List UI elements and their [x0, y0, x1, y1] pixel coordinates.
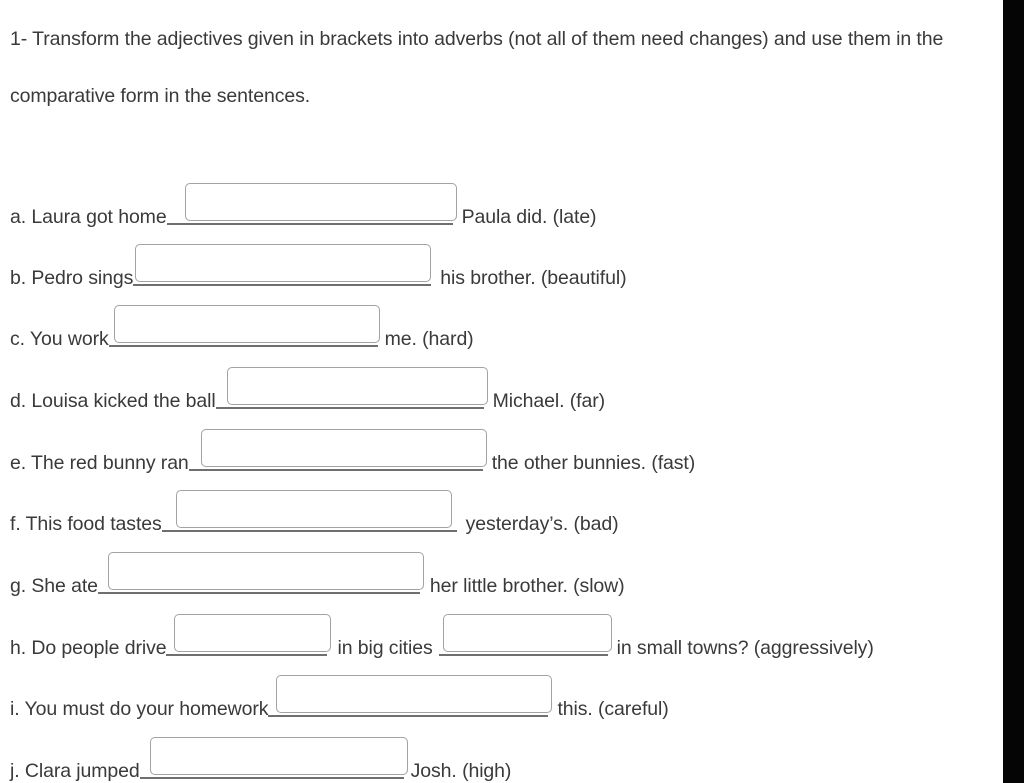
- blank-line-c: [108, 345, 378, 347]
- exercise-h-after: in small towns? (aggressively): [616, 637, 874, 659]
- exercise-g-before: g. She ate: [10, 575, 98, 597]
- exercise-row-g: g. She ate her little brother. (slow): [10, 552, 625, 597]
- blank-line-j: [139, 777, 404, 779]
- answer-slot-i: [268, 675, 553, 717]
- answer-input-i[interactable]: [276, 675, 553, 713]
- exercise-c-after: me. (hard): [384, 328, 474, 350]
- exercise-h-middle: in big cities: [337, 637, 433, 659]
- exercise-g-after: her little brother. (slow): [429, 575, 625, 597]
- exercise-d-before: d. Louisa kicked the ball: [10, 390, 216, 412]
- blank-line-g: [97, 592, 420, 594]
- answer-input-b[interactable]: [135, 244, 432, 282]
- exercise-row-b: b. Pedro sings his brother. (beautiful): [10, 244, 627, 289]
- exercise-row-d: d. Louisa kicked the ball Michael. (far): [10, 367, 606, 412]
- blank-line-h-2: [438, 654, 608, 656]
- blank-line-h-1: [166, 654, 328, 656]
- answer-input-a[interactable]: [184, 183, 457, 221]
- answer-slot-f: [161, 490, 461, 532]
- answer-slot-c: [108, 305, 382, 347]
- blank-line-f: [161, 530, 457, 532]
- exercise-b-after: his brother. (beautiful): [440, 267, 627, 289]
- answer-input-c[interactable]: [113, 305, 380, 343]
- exercise-row-c: c. You work me. (hard): [10, 305, 474, 350]
- exercise-row-h: h. Do people drive in big cities in small …: [10, 614, 874, 659]
- exercise-e-before: e. The red bunny ran: [10, 452, 189, 474]
- answer-input-d[interactable]: [226, 367, 488, 405]
- answer-input-j[interactable]: [149, 737, 408, 775]
- exercise-e-after: the other bunnies. (fast): [491, 452, 696, 474]
- blank-line-a: [166, 223, 453, 225]
- answer-slot-h-2: [438, 614, 612, 656]
- answer-input-e[interactable]: [200, 429, 487, 467]
- answer-input-g[interactable]: [107, 552, 424, 590]
- worksheet-page: 1- Transform the adjectives given in bra…: [10, 28, 949, 782]
- exercise-f-before: f. This food tastes: [10, 513, 162, 535]
- blank-line-e: [188, 469, 483, 471]
- blank-line-b: [133, 284, 432, 286]
- blank-line-d: [215, 407, 484, 409]
- blank-line-i: [268, 715, 549, 717]
- exercise-c-before: c. You work: [10, 328, 109, 350]
- scan-edge-bar: [1003, 0, 1024, 783]
- exercise-row-f: f. This food tastes yesterday’s. (bad): [10, 490, 619, 535]
- exercise-row-i: i. You must do your homework this. (caref…: [10, 675, 669, 720]
- answer-input-f[interactable]: [175, 490, 452, 528]
- exercise-b-before: b. Pedro sings: [10, 267, 134, 289]
- answer-slot-j: [139, 737, 408, 779]
- answer-input-h-1[interactable]: [174, 614, 332, 652]
- exercise-i-after: this. (careful): [557, 698, 669, 720]
- answer-slot-d: [215, 367, 488, 409]
- answer-input-h-2[interactable]: [442, 614, 612, 652]
- exercise-row-e: e. The red bunny ran the other bunnies. (…: [10, 429, 696, 474]
- answer-slot-h-1: [166, 614, 332, 656]
- exercise-d-after: Michael. (far): [492, 390, 606, 412]
- exercise-a-before: a. Laura got home: [10, 206, 167, 228]
- instruction-text: 1- Transform the adjectives given in bra…: [10, 28, 949, 107]
- exercise-i-before: i. You must do your homework: [10, 698, 269, 720]
- answer-slot-g: [97, 552, 424, 594]
- exercise-j-after: Josh. (high): [410, 760, 512, 782]
- answer-slot-b: [133, 244, 435, 286]
- exercise-f-after: yesterday’s. (bad): [465, 513, 619, 535]
- exercise-h-before: h. Do people drive: [10, 637, 167, 659]
- exercise-a-after: Paula did. (late): [461, 206, 597, 228]
- answer-slot-a: [166, 183, 457, 225]
- exercise-row-j: j. Clara jumped Josh. (high): [10, 737, 512, 782]
- answer-slot-e: [188, 429, 487, 471]
- exercise-j-before: j. Clara jumped: [10, 760, 140, 782]
- exercise-row-a: a. Laura got home Paula did. (late): [10, 183, 597, 228]
